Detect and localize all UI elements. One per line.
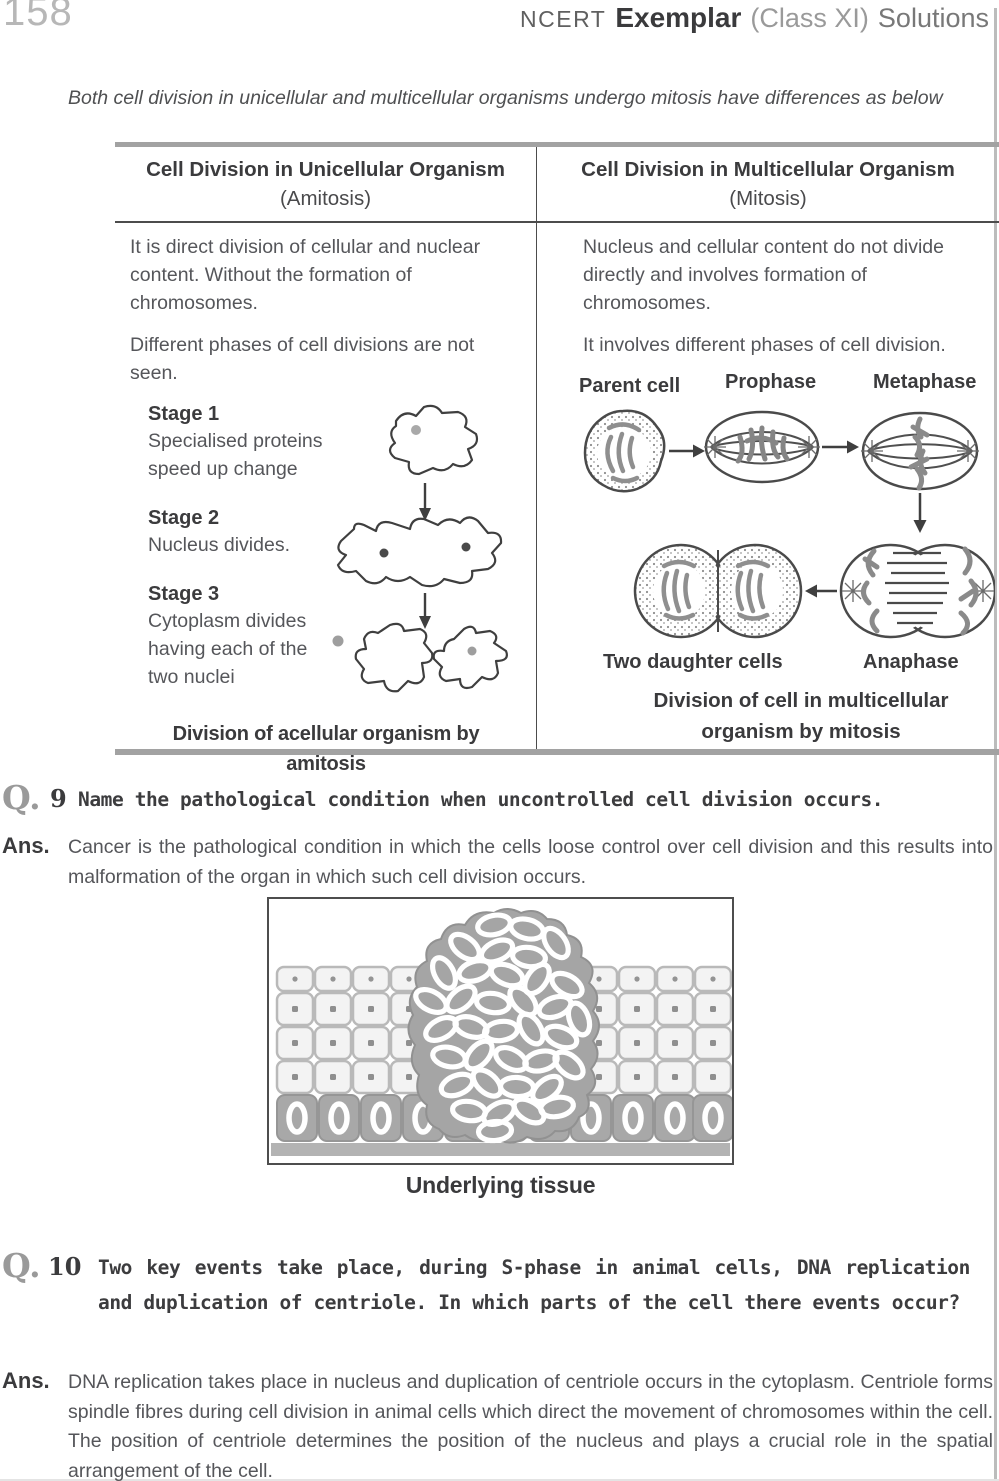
q9-ans-label: Ans. — [2, 833, 50, 858]
book-title-class: (Class XI) — [750, 3, 869, 33]
q9-text: Name the pathological condition when unc… — [78, 788, 884, 811]
tumour-tissue-diagram — [271, 908, 732, 1156]
label-metaphase: Metaphase — [873, 371, 977, 393]
table-cell-amitosis: It is direct division of cellular and nu… — [115, 223, 536, 779]
amitosis-stages: Stage 1 Specialised proteins speed up ch… — [130, 401, 522, 713]
daughter-cells-illustration — [633, 543, 803, 639]
stage-1: Stage 1 Specialised proteins speed up ch… — [148, 401, 326, 483]
arrow-metaphase-to-anaphase — [913, 493, 927, 533]
anaphase-illustration — [839, 543, 995, 639]
label-anaphase: Anaphase — [863, 651, 959, 673]
label-two-daughter-cells: Two daughter cells — [603, 651, 783, 673]
amoeba-stage3-left-cell — [354, 622, 434, 693]
table-column-amitosis: Cell Division in Unicellular Organism (A… — [115, 147, 537, 775]
q9-number: 9 — [50, 784, 67, 813]
header-note-text: (Amitosis) — [279, 187, 372, 210]
stage-text-column: Stage 1 Specialised proteins speed up ch… — [130, 401, 326, 713]
arrow-anaphase-to-daughters — [805, 584, 837, 598]
tumour-figure-caption: Underlying tissue — [405, 1172, 596, 1198]
amitosis-diagram — [332, 404, 508, 693]
header-bold-text: Cell Division in Unicellular Organism — [146, 158, 505, 181]
arrow-prophase-to-metaphase — [822, 440, 859, 454]
comparison-table: Cell Division in Unicellular Organism (A… — [115, 142, 999, 775]
stage-2-desc: Nucleus divides. — [148, 534, 290, 556]
page-scan-edge-right — [994, 8, 997, 1481]
stage-1-title: Stage 1 — [148, 403, 220, 425]
header-bold-text: Cell Division in Multicellular Organism — [581, 158, 955, 181]
metaphase-illustration — [860, 411, 980, 491]
amitosis-paragraph-1: It is direct division of cellular and nu… — [130, 236, 481, 314]
prophase-illustration — [703, 410, 821, 484]
amoeba-stage1-cell — [388, 404, 479, 476]
amoeba-stage3-right-cell — [432, 625, 508, 690]
amitosis-nuclei — [332, 425, 477, 656]
book-title-solutions: Solutions — [877, 3, 989, 33]
q9-q-glyph: Q. — [2, 778, 41, 817]
normal-tissue-rows — [271, 965, 732, 1156]
book-title: NCERT Exemplar (Class XI) Solutions — [520, 2, 989, 34]
q10-q-glyph: Q. — [2, 1246, 41, 1285]
question-10: Q. 10 Two key events take place, during … — [0, 1246, 993, 1320]
answer-9: Ans. Cancer is the pathological conditio… — [0, 833, 993, 892]
q10-text: Two key events take place, during S-phas… — [98, 1256, 970, 1314]
tumour-tissue-figure — [267, 897, 734, 1165]
stage-1-desc: Specialised proteins speed up change — [148, 430, 323, 480]
mitosis-diagram-block: Parent cell Prophase Metaphase — [575, 371, 995, 675]
book-title-exemplar: Exemplar — [615, 2, 742, 33]
amoeba-stage2-cell — [336, 516, 503, 588]
label-prophase: Prophase — [725, 371, 817, 393]
table-cell-mitosis: Nucleus and cellular content do not divi… — [537, 223, 999, 747]
parent-cell-illustration — [583, 409, 666, 493]
stage-2: Stage 2 Nucleus divides. — [148, 505, 326, 559]
arrow-parent-to-prophase — [669, 444, 705, 458]
page-number: 158 — [3, 0, 73, 34]
mitosis-paragraph-2: It involves different phases of cell div… — [583, 334, 946, 356]
amitosis-caption: Division of acellular organism by amitos… — [172, 723, 480, 775]
amitosis-arrows — [419, 483, 431, 629]
table-header-amitosis: Cell Division in Unicellular Organism (A… — [115, 147, 536, 223]
stage-3-desc: Cytoplasm divides having each of the two… — [148, 610, 308, 688]
q10-answer-text: DNA replication takes place in nucleus a… — [68, 1371, 993, 1481]
q9-answer-text: Cancer is the pathological condition in … — [68, 836, 993, 888]
q10-number: 10 — [48, 1252, 82, 1281]
mitosis-caption: Division of cell in multicellular organi… — [653, 689, 949, 743]
table-header-mitosis: Cell Division in Multicellular Organism … — [537, 147, 999, 223]
answer-10: Ans. DNA replication takes place in nucl… — [0, 1368, 993, 1481]
mitosis-paragraph-1: Nucleus and cellular content do not divi… — [583, 236, 944, 314]
intro-paragraph: Both cell division in unicellular and mu… — [68, 87, 943, 109]
book-title-ncert: NCERT — [520, 6, 607, 32]
label-parent-cell: Parent cell — [579, 375, 681, 397]
stage-3-title: Stage 3 — [148, 583, 220, 605]
stage-3: Stage 3 Cytoplasm divides having each of… — [148, 581, 326, 691]
mitosis-diagram — [583, 409, 995, 639]
q10-ans-label: Ans. — [2, 1368, 50, 1393]
tumour-mass — [407, 908, 600, 1143]
stage-2-title: Stage 2 — [148, 507, 220, 529]
header-note-text: (Mitosis) — [729, 187, 807, 210]
table-column-mitosis: Cell Division in Multicellular Organism … — [537, 147, 999, 749]
amitosis-paragraph-2: Different phases of cell divisions are n… — [130, 334, 475, 384]
page-scan-edge-bottom — [0, 1479, 999, 1481]
question-9: Q. 9 Name the pathological condition whe… — [0, 778, 993, 817]
